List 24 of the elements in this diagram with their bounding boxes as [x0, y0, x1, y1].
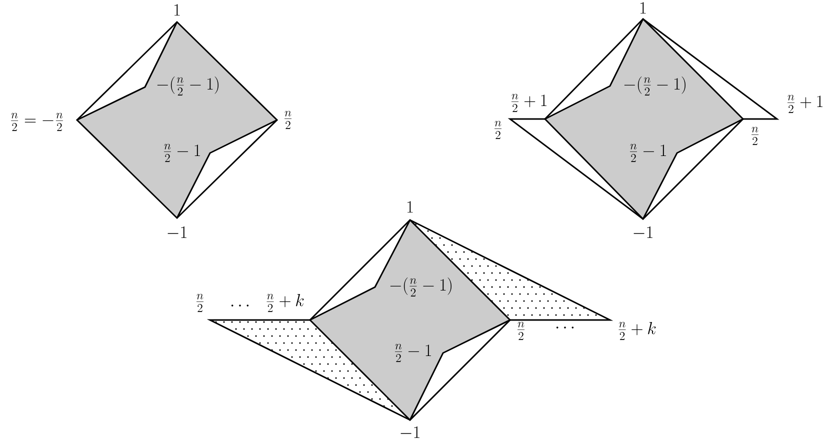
vertex-label: $\frac{n}{2}-1$: [630, 144, 666, 162]
vertex-label: $\frac{n}{2}+1$: [787, 94, 822, 113]
vertex-label: $1$: [640, 2, 646, 14]
vertex-label: $\frac{n}{2}-1$: [164, 144, 200, 162]
vertex-label: $1$: [174, 4, 180, 16]
vertex-label: $\cdots$: [556, 326, 574, 328]
vertex-label: $1$: [408, 201, 413, 213]
vertex-label: $\frac{n}{2}+k$: [618, 322, 656, 340]
vertex-label: $-(\frac{n}{2}-1)$: [390, 278, 452, 296]
vertex-label: $-1$: [168, 226, 186, 238]
vertex-label: $-1$: [634, 226, 652, 238]
vertex-label: $-(\frac{n}{2}-1)$: [624, 76, 686, 96]
vertex-label: $\frac{n}{2}+k$: [266, 294, 304, 312]
vertex-label: $\frac{n}{2}+1$: [511, 94, 546, 112]
vertex-label: $\frac{n}{2}$: [494, 120, 502, 139]
vertex-label: $-(\frac{n}{2}-1)$: [157, 76, 218, 96]
vertex-label: $\frac{n}{2}=-\frac{n}{2}$: [11, 112, 63, 131]
vertex-label: $\frac{n}{2}$: [196, 294, 204, 312]
vertex-label: $-1$: [400, 426, 420, 438]
vertex-label: $\frac{n}{2}$: [518, 322, 525, 340]
vertex-label: $\cdots$: [231, 304, 249, 306]
vertex-label: $\frac{n}{2}-1$: [394, 344, 431, 362]
vertex-label: $\frac{n}{2}$: [752, 126, 759, 145]
vertex-label: $\frac{n}{2}$: [284, 110, 292, 129]
